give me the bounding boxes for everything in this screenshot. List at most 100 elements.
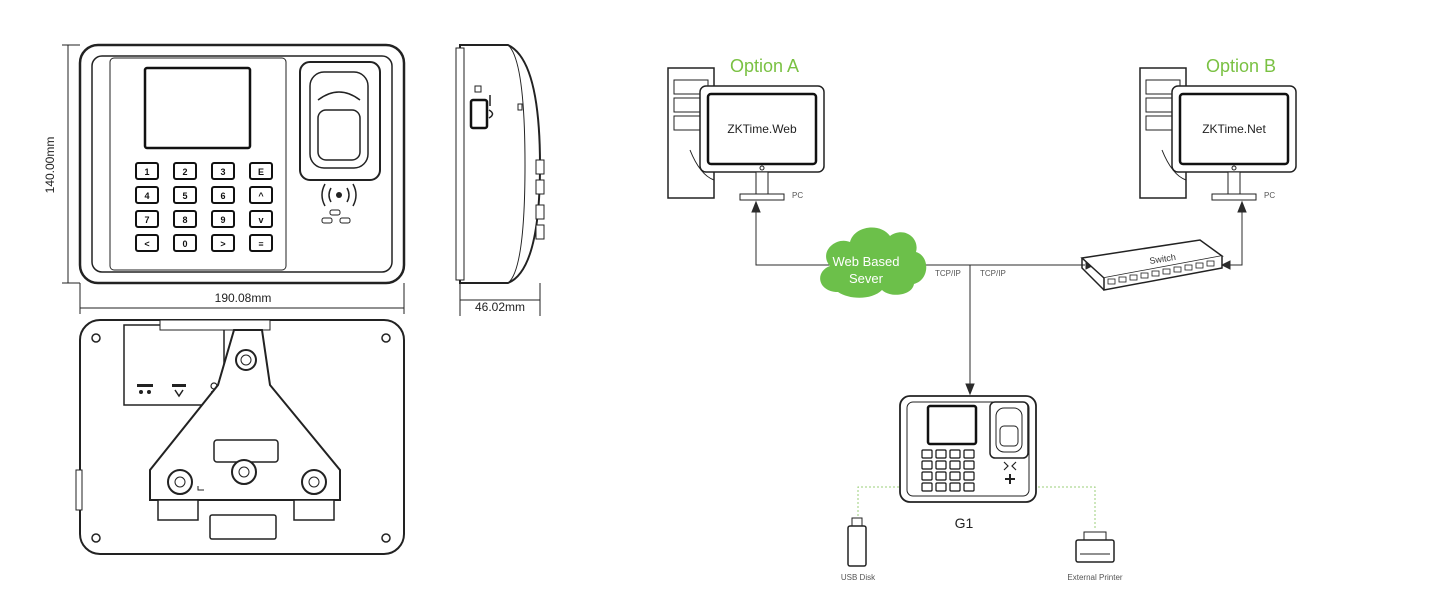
g1-keypad-key xyxy=(935,471,947,481)
keypad-key: < xyxy=(135,234,159,252)
connection-lines xyxy=(751,200,1247,396)
keypad-key: 7 xyxy=(135,210,159,228)
width-dimension-label: 190.08mm xyxy=(215,291,272,305)
keypad-key-label: 3 xyxy=(220,167,225,177)
cloud-label-line2: Sever xyxy=(849,271,884,286)
dimension-depth: 46.02mm xyxy=(459,283,541,316)
g1-keypad-key xyxy=(935,482,947,492)
g1-keypad-key xyxy=(935,449,947,459)
g1-keypad-key xyxy=(963,460,975,470)
status-led-icon xyxy=(321,209,351,224)
switch-ports xyxy=(1107,260,1215,285)
g1-keypad-key xyxy=(949,471,961,481)
keypad-key: 1 xyxy=(135,162,159,180)
switch-port xyxy=(1173,266,1182,273)
g1-keypad xyxy=(921,449,975,492)
switch-port xyxy=(1151,270,1160,277)
keypad-key-label: E xyxy=(258,167,264,177)
switch-port xyxy=(1184,264,1193,271)
pc-option-a: Option A ZKTime.Web PC xyxy=(667,56,825,201)
g1-keypad-key xyxy=(949,482,961,492)
option-a-label: Option A xyxy=(730,56,799,76)
monitor-screen-b xyxy=(1178,92,1290,166)
g1-device: G1 xyxy=(899,395,1037,531)
tcp-ip-label-left: TCP/IP xyxy=(935,269,961,278)
keypad-key: 2 xyxy=(173,162,197,180)
g1-keypad-key xyxy=(963,482,975,492)
keypad-key-label: 8 xyxy=(182,215,187,225)
g1-keypad-key xyxy=(949,460,961,470)
keypad: 1 2 3 E 4 5 6 ^ 7 8 9 v <0 > ≡ xyxy=(135,162,273,252)
tcp-ip-label-right: TCP/IP xyxy=(980,269,1006,278)
usb-disk-label: USB Disk xyxy=(841,573,876,582)
keypad-key: v xyxy=(249,210,273,228)
keypad-key: 8 xyxy=(173,210,197,228)
option-b-software: ZKTime.Net xyxy=(1202,122,1266,136)
switch-port xyxy=(1162,268,1171,275)
keypad-key-label: < xyxy=(144,239,149,249)
keypad-key-label: ≡ xyxy=(258,239,263,249)
keypad-key-label: 1 xyxy=(144,167,149,177)
usb-disk-icon: USB Disk xyxy=(841,517,876,582)
option-a-pc-label: PC xyxy=(792,191,803,200)
g1-label: G1 xyxy=(955,515,974,531)
rfid-icon xyxy=(321,183,357,207)
g1-keypad-key xyxy=(963,471,975,481)
device-rear-view xyxy=(75,319,405,555)
keypad-key-label: 9 xyxy=(220,215,225,225)
keypad-key: > xyxy=(211,234,235,252)
switch-port xyxy=(1195,262,1204,269)
monitor-screen-a xyxy=(706,92,818,166)
g1-keypad-key xyxy=(921,449,933,459)
keypad-key: 5 xyxy=(173,186,197,204)
height-dimension-label: 140.00mm xyxy=(43,137,57,194)
keypad-key: 0 xyxy=(173,234,197,252)
g1-keypad-key xyxy=(963,449,975,459)
dimension-height: 140.00mm xyxy=(43,44,80,284)
option-a-software: ZKTime.Web xyxy=(727,122,797,136)
depth-dimension-label: 46.02mm xyxy=(475,300,525,314)
external-printer-icon: External Printer xyxy=(1067,531,1123,582)
keypad-key-label: v xyxy=(258,215,263,225)
keypad-key-label: 7 xyxy=(144,215,149,225)
external-printer-label: External Printer xyxy=(1067,573,1122,582)
keypad-key-label: 5 xyxy=(182,191,187,201)
keypad-key: E xyxy=(249,162,273,180)
switch-port xyxy=(1118,276,1127,283)
keypad-key-label: 4 xyxy=(144,191,149,201)
switch-port xyxy=(1140,272,1149,279)
switch-port xyxy=(1206,260,1215,267)
switch-port xyxy=(1107,278,1116,285)
keypad-key: 3 xyxy=(211,162,235,180)
device-side-view xyxy=(455,44,545,284)
network-switch: Switch xyxy=(1080,239,1224,291)
switch-port xyxy=(1129,274,1138,281)
lcd-screen xyxy=(143,66,252,150)
keypad-key-label: 6 xyxy=(220,191,225,201)
g1-keypad-key xyxy=(921,471,933,481)
dimension-width: 190.08mm xyxy=(79,283,405,314)
keypad-key-label: > xyxy=(220,239,225,249)
cloud-label-line1: Web Based xyxy=(833,254,900,269)
peripheral-lines xyxy=(857,486,1096,530)
pc-option-b: Option B ZKTime.Net PC xyxy=(1139,56,1297,201)
keypad-key: ≡ xyxy=(249,234,273,252)
usb-port-icon xyxy=(469,98,489,130)
option-b-pc-label: PC xyxy=(1264,191,1275,200)
g1-keypad-key xyxy=(949,449,961,459)
keypad-key: 6 xyxy=(211,186,235,204)
keypad-key-label: 2 xyxy=(182,167,187,177)
keypad-key: 9 xyxy=(211,210,235,228)
switch-label: Switch xyxy=(1149,252,1177,266)
g1-keypad-key xyxy=(921,482,933,492)
g1-keypad-key xyxy=(935,460,947,470)
keypad-key-label: ^ xyxy=(258,191,264,201)
web-server-cloud: Web Based Sever xyxy=(820,227,927,298)
g1-keypad-key xyxy=(921,460,933,470)
keypad-key: ^ xyxy=(249,186,273,204)
option-b-label: Option B xyxy=(1206,56,1276,76)
keypad-key-label: 0 xyxy=(182,239,187,249)
keypad-key: 4 xyxy=(135,186,159,204)
